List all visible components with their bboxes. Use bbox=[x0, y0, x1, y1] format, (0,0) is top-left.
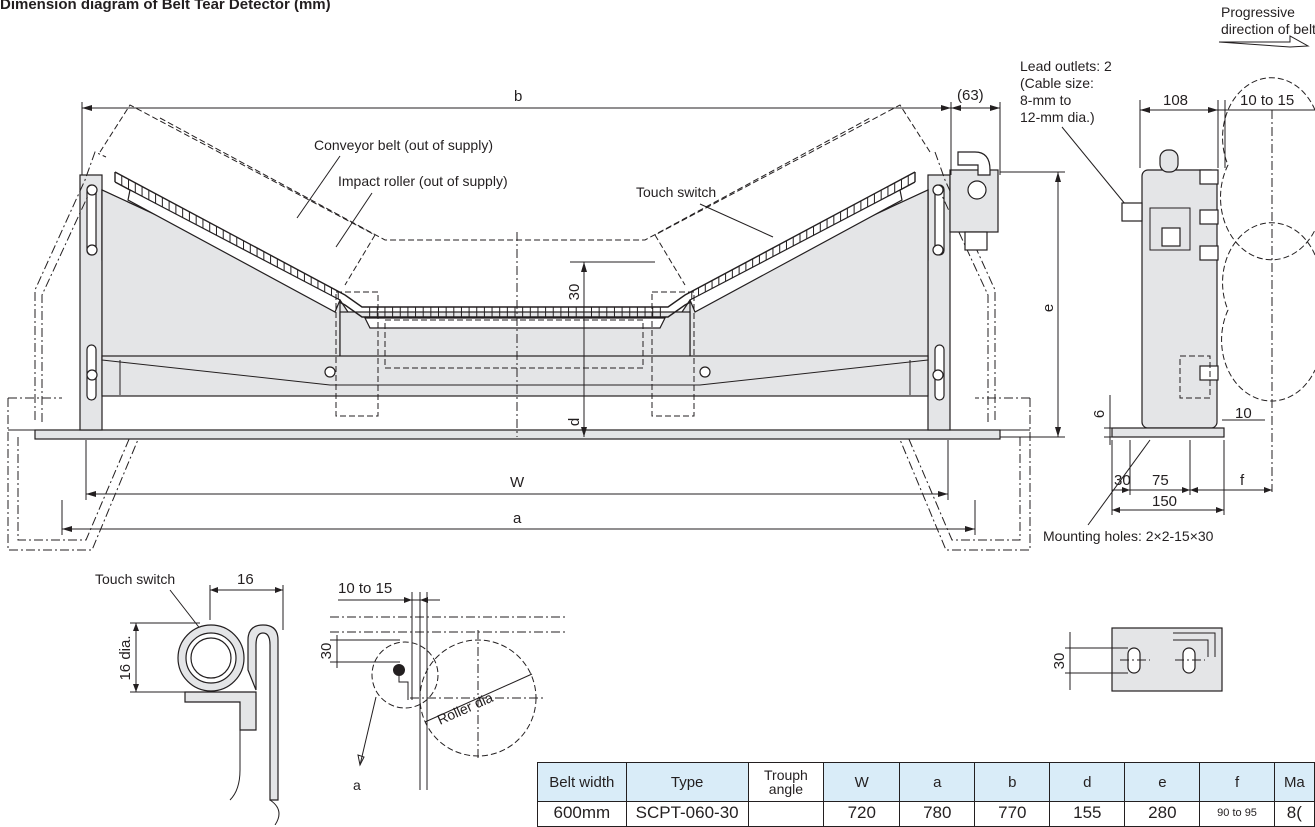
dim-6: 6 bbox=[1091, 410, 1108, 418]
table-cell: SCPT-060-30 bbox=[625, 801, 749, 827]
bolts bbox=[86, 184, 944, 381]
dim-10to15-detail: 10 to 15 bbox=[338, 580, 392, 597]
spec-table: Belt width Type Trouph angle W a b d e f… bbox=[537, 762, 1315, 827]
label-mounting-holes: Mounting holes: 2×2-15×30 bbox=[1043, 528, 1214, 544]
table-cell: 780 bbox=[899, 801, 976, 827]
label-roller-dia: Roller dia bbox=[435, 689, 496, 728]
direction-arrow-icon bbox=[1218, 35, 1310, 48]
table-cell: 720 bbox=[823, 801, 901, 827]
dim-f: f bbox=[1240, 472, 1245, 489]
dim-e: e bbox=[1040, 304, 1057, 312]
table-header-cell: Type bbox=[625, 762, 749, 802]
dim-30-plate: 30 bbox=[1051, 653, 1068, 670]
table-cell: 155 bbox=[1049, 801, 1126, 827]
label-touch-switch-main: Touch switch bbox=[636, 184, 716, 200]
side-view: Lead outlets: 2 (Cable size: 8-mm to 12-… bbox=[1020, 58, 1315, 544]
lead-outlets-line-2: (Cable size: bbox=[1020, 75, 1094, 91]
dim-30-side: 30 bbox=[1114, 472, 1131, 489]
lead-outlets-line-4: 12-mm dia.) bbox=[1020, 109, 1095, 125]
table-header-cell: e bbox=[1124, 762, 1201, 802]
dim-30-center: 30 bbox=[566, 284, 583, 301]
dim-10: 10 bbox=[1235, 405, 1252, 422]
dim-10to15-side: 10 to 15 bbox=[1240, 92, 1294, 109]
label-conveyor-belt: Conveyor belt (out of supply) bbox=[314, 137, 493, 153]
table-header-cell: Trouph angle bbox=[747, 762, 825, 802]
table-cell: 280 bbox=[1124, 801, 1201, 827]
dim-b: b bbox=[514, 88, 522, 105]
label-impact-roller: Impact roller (out of supply) bbox=[338, 173, 508, 189]
belt-direction-label: Progressive direction of belt bbox=[1221, 4, 1315, 38]
direction-line-2: direction of belt bbox=[1221, 21, 1315, 37]
table-header-row: Belt width Type Trouph angle W a b d e f… bbox=[537, 762, 1315, 802]
table-row: 600mm SCPT-060-30 720 780 770 155 280 90… bbox=[537, 801, 1315, 827]
direction-line-1: Progressive bbox=[1221, 4, 1295, 20]
front-view: b (63) e 30 d W a Conveyor belt (out of … bbox=[7, 87, 1065, 551]
table-header-cell: f bbox=[1199, 762, 1275, 802]
lead-outlets-line-3: 8-mm to bbox=[1020, 92, 1072, 108]
table-cell bbox=[747, 801, 825, 827]
lead-outlets-line-1: Lead outlets: 2 bbox=[1020, 58, 1112, 74]
table-header-cell: W bbox=[823, 762, 901, 802]
dim-16-dia: 16 dia. bbox=[117, 635, 134, 680]
table-cell: 600mm bbox=[537, 801, 627, 827]
dim-150: 150 bbox=[1152, 493, 1177, 510]
cross-member bbox=[101, 355, 929, 397]
dim-75: 75 bbox=[1152, 472, 1169, 489]
table-cell: 8( bbox=[1273, 801, 1315, 827]
dim-63: (63) bbox=[957, 87, 984, 104]
table-cell: 770 bbox=[974, 801, 1051, 827]
touch-switch-box bbox=[949, 151, 999, 251]
label-detail-a: a bbox=[353, 777, 361, 793]
dim-30-detail: 30 bbox=[318, 643, 335, 660]
mounting-plate-detail: 30 bbox=[1051, 627, 1223, 692]
dim-a: a bbox=[513, 510, 522, 527]
table-header-cell: b bbox=[974, 762, 1051, 802]
label-touch-switch-detail: Touch switch bbox=[95, 571, 175, 587]
dim-W: W bbox=[510, 474, 525, 491]
impact-roller-left-outline bbox=[99, 104, 376, 286]
dim-16: 16 bbox=[237, 571, 254, 588]
roller-detail: 30 10 to 15 a Roller dia bbox=[318, 580, 565, 793]
dim-d: d bbox=[566, 418, 583, 426]
page-title: Dimension diagram of Belt Tear Detector … bbox=[0, 0, 331, 13]
table-cell: 90 to 95 bbox=[1199, 801, 1275, 827]
table-header-cell: d bbox=[1049, 762, 1126, 802]
table-header-cell: Belt width bbox=[537, 762, 627, 802]
table-header-cell: Ma bbox=[1273, 762, 1315, 802]
dim-108: 108 bbox=[1163, 92, 1188, 109]
table-header-cell: a bbox=[899, 762, 976, 802]
touch-switch-detail: Touch switch 16 16 dia. bbox=[95, 571, 284, 825]
conveyor-belt-profile bbox=[114, 171, 916, 318]
